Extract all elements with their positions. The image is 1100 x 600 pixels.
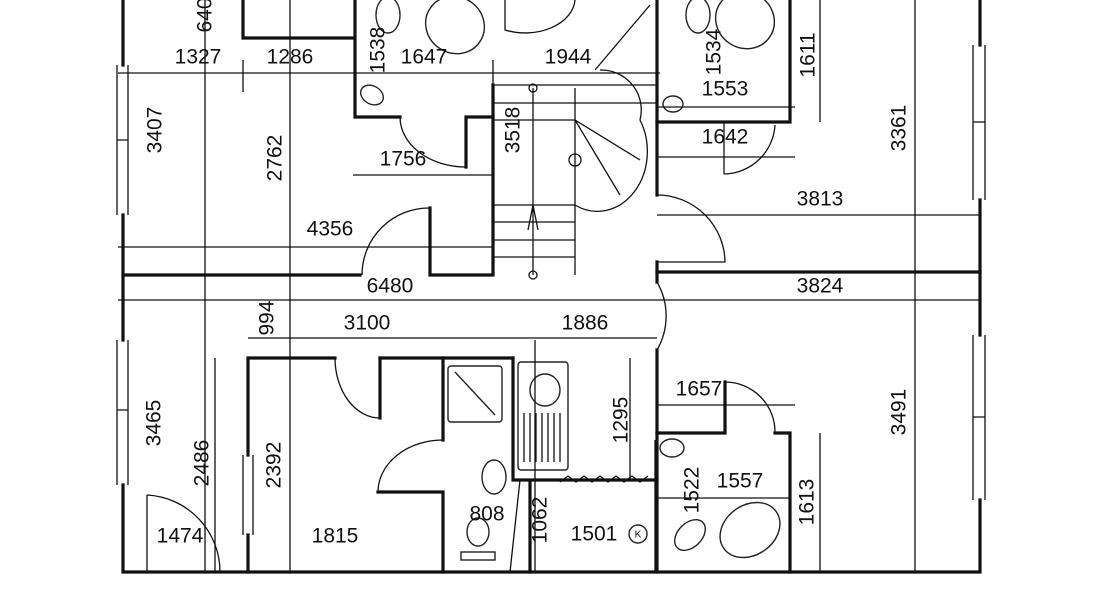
doors: [146, 116, 776, 573]
dim-1522: 1522: [681, 467, 704, 514]
dim-1327: 1327: [175, 46, 222, 69]
washbasin-icon: [481, 459, 507, 495]
dim-994: 994: [256, 300, 279, 335]
dimension-lines: [118, 0, 980, 572]
dim-3465: 3465: [143, 400, 166, 447]
dim-640: 640: [194, 0, 217, 33]
chimney-marker-icon: [628, 524, 648, 544]
dim-1647: 1647: [401, 46, 448, 69]
washbasin-icon: [359, 84, 385, 106]
dim-1642: 1642: [702, 126, 749, 149]
dim-1295: 1295: [610, 397, 633, 444]
dim-1538: 1538: [367, 27, 390, 74]
dim-3407: 3407: [144, 107, 167, 154]
dim-2762: 2762: [264, 135, 287, 182]
dim-1611: 1611: [797, 32, 820, 77]
dim-3518: 3518: [502, 107, 525, 154]
bathtub-icon: [719, 501, 781, 559]
dim-1557: 1557: [717, 470, 764, 493]
dim-1756: 1756: [380, 148, 427, 171]
dim-3361: 3361: [888, 105, 911, 152]
dim-1944: 1944: [545, 46, 592, 69]
dim-3100: 3100: [344, 312, 391, 335]
dim-1534: 1534: [703, 28, 726, 75]
washbasin-icon: [662, 95, 684, 113]
dim-1815: 1815: [312, 525, 359, 548]
walls: [121, 0, 982, 574]
dim-6480: 6480: [367, 275, 414, 298]
dim-1286: 1286: [267, 46, 314, 69]
dim-1553: 1553: [702, 78, 749, 101]
dimension-labels: 640 1327 1286 1538 1647 1944 1534 1611 1…: [143, 0, 911, 548]
windows: [116, 45, 986, 535]
dim-1886: 1886: [562, 312, 609, 335]
dim-3813: 3813: [797, 188, 844, 211]
toilet-icon: [685, 0, 711, 34]
fixtures: K: [359, 0, 781, 561]
dim-1062: 1062: [529, 497, 552, 544]
dim-2486: 2486: [191, 440, 214, 487]
dim-3824: 3824: [797, 275, 844, 298]
dim-808: 808: [469, 503, 504, 526]
shower-icon: [447, 365, 503, 423]
dim-1474: 1474: [157, 525, 204, 548]
chimney-marker: K: [635, 530, 642, 541]
dim-1613: 1613: [796, 479, 819, 526]
toilet-icon: [466, 517, 490, 547]
dim-4356: 4356: [307, 218, 354, 241]
washbasin-icon: [659, 438, 685, 458]
dim-2392: 2392: [263, 442, 286, 489]
toilet-icon: [674, 519, 706, 551]
bathtub-icon: [714, 0, 776, 50]
dim-1657: 1657: [676, 378, 723, 401]
bathtub-icon: [424, 0, 486, 55]
kitchen-sink-icon: [517, 361, 569, 471]
toilet-icon: [375, 0, 401, 34]
staircase: [493, 0, 657, 280]
dim-3491: 3491: [888, 389, 911, 436]
dim-1501: 1501: [571, 523, 618, 546]
